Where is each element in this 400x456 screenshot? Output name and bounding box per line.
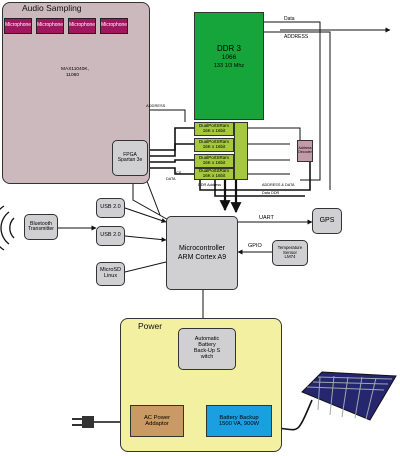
adc-label-line1: MAX11040K, [61,67,89,72]
ddr-line2: 1066 [221,54,237,62]
address-left-label: ADDRESS [146,103,166,108]
audio-sampling-title: Audio Sampling [22,3,82,13]
battery-backup-switch: Automatic Battery Back-Up S witch [178,328,236,370]
dual-port-sram-4: DualPortSRam 16K x 16bit [194,168,234,180]
microphone-4: Microphone [100,18,128,34]
dual-port-sram-3-size: 16K x 16bit [202,160,226,165]
ddr-address-label: DDR Address [198,183,221,187]
dual-port-sram-3: DualPortSRam 16K x 16bit [194,154,234,168]
bluetooth-transmitter: Bluetooth Transmitter [24,214,58,240]
temp-line2: Sensor [283,249,297,255]
ddr-title: DDR 3 [216,44,241,53]
usb-port-2-label: USB 2.0 [100,232,121,239]
switch-line3: Back-Up S [193,348,221,354]
uart-label: UART [259,215,274,221]
fpga-line1: FPGA [123,151,137,158]
temperature-sensor: Temperature Sensor LM74 [272,240,308,266]
ddr-line3: 133 1/3 Mhz [213,63,245,70]
dual-port-sram-1: DualPortSRam 16K x 16bit [194,122,234,136]
dual-port-sram-1-size: 16K x 16bit [202,128,226,133]
ac-line2: Addaptor [145,421,169,427]
dual-port-sram-2: DualPortSRam 16K x 16bit [194,138,234,152]
microsd-line1: MicroSD [99,267,122,274]
ac-line1: AC Power [143,414,171,421]
dual-port-sram-2-label: DualPortSRam [198,139,229,145]
microphone-3: Microphone [68,18,96,34]
ddr3-memory: DDR 3 1066 133 1/3 Mhz [194,12,264,120]
temp-line1: Temperature [277,245,303,251]
address-top-label: ADDRESS [284,34,309,40]
usb-port-2: USB 2.0 [96,226,125,246]
microcontroller-line2: ARM Cortex A9 [177,253,227,261]
fpga-block: FPGA Spartan 3e [112,140,148,176]
data-ddr-label: Data DDR [262,191,280,195]
microphone-2: Microphone [36,18,64,34]
usb-port-1: USB 2.0 [96,198,125,218]
power-title: Power [138,321,163,331]
dual-port-sram-3-label: DualPortSRam [198,155,229,161]
dual-port-sram-1-label: DualPortSRam [198,123,229,129]
address-data-bottom-label: ADDRESS & DATA [262,183,295,187]
solar-panel-icon [301,371,397,421]
microcontroller: Microcontroller ARM Cortex A9 [166,216,238,290]
cs-label: CS [176,171,182,175]
power-plug-icon [72,416,94,428]
microcontroller-line1: Microcontroller [179,245,225,253]
dual-port-sram-4-label: DualPortSRam [198,168,229,174]
data-label: Data [284,16,295,22]
dual-port-sram-4-size: 16K x 16bit [202,173,226,178]
adc-label-line2: 11060 [66,73,79,78]
gpio-label: GPIO [248,243,262,249]
switch-line4: witch [200,353,214,360]
gps-module: GPS [312,208,342,234]
temp-line3: LM74 [284,254,296,260]
dual-port-side-bus [234,122,248,180]
microphone-1: Microphone [4,18,32,34]
fpga-line2: Spartan 3e [117,157,143,163]
switch-line2: Battery [198,342,216,349]
microsd-card: MicroSD Linux [96,262,125,286]
battery-line2: 1500 VA, 900W [218,421,260,427]
bluetooth-line1: Bluetooth [30,220,52,227]
dual-port-sram-2-size: 16K x 16bit [202,144,226,149]
switch-line1: Automatic [194,336,220,343]
battery-line1: Battery Backup [219,414,259,421]
bluetooth-line2: Transmitter [27,226,55,232]
microsd-line2: Linux [103,273,118,279]
usb-port-1-label: USB 2.0 [100,204,121,211]
bus-data-label: DATA [166,177,176,181]
battery-backup: Battery Backup 1500 VA, 900W [206,405,272,437]
gps-label: GPS [319,217,335,225]
ac-power-adaptor: AC Power Addaptor [130,405,184,437]
address-decoder-label: Address Decoder [298,146,312,154]
address-decoder: Address Decoder [297,140,313,162]
